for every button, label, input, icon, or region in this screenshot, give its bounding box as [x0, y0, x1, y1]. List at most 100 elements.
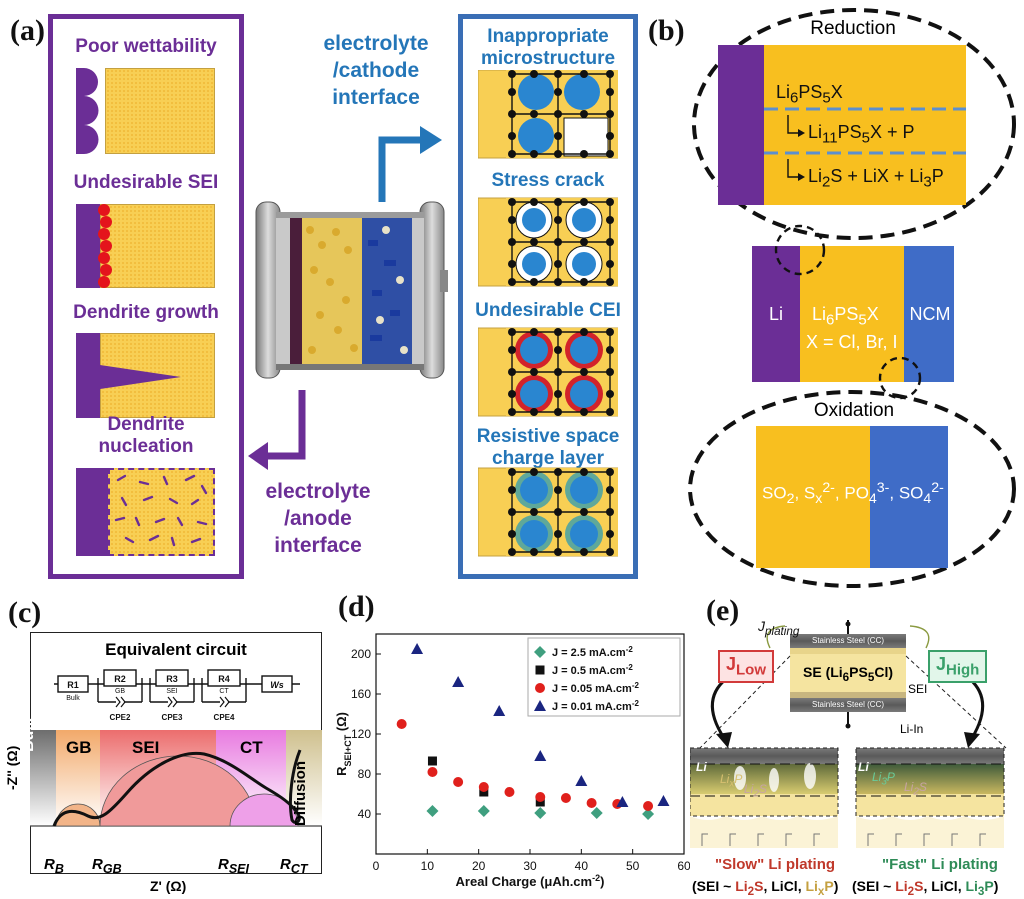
y-tick-label: 40 — [358, 807, 372, 821]
data-point — [643, 801, 654, 811]
region-sei: SEI — [132, 738, 160, 757]
oxidation-electrolyte — [756, 426, 870, 568]
dendrite-growth-shape — [76, 333, 181, 418]
data-point — [411, 643, 424, 654]
battery-cell-illustration — [255, 201, 448, 379]
sei-electrolyte — [100, 204, 215, 288]
arrow-to-cathode — [378, 126, 442, 202]
reduction-layer-1: Li6PS5X — [776, 82, 843, 107]
wettability-lithium — [76, 68, 99, 154]
x-tick-label: 40 — [575, 859, 589, 873]
data-point — [504, 787, 515, 797]
legend-label: J = 0.05 mA.cm-2 — [552, 681, 639, 696]
svg-text:R3: R3 — [166, 674, 178, 684]
reduction-layer-boundaries — [764, 107, 966, 181]
sei-lithium — [76, 204, 100, 288]
region-diffusion: Diffusion — [292, 761, 309, 826]
series-diamond — [426, 805, 655, 820]
reduction-lithium — [718, 45, 764, 205]
data-point — [535, 683, 545, 693]
legend-label: J = 0.01 mA.cm-2 — [552, 699, 639, 714]
y-tick-label: 80 — [358, 767, 372, 781]
data-point — [427, 767, 438, 777]
equivalent-circuit-title: Equivalent circuit — [105, 640, 247, 659]
cell-se-label: Li6PS5X — [812, 304, 879, 329]
svg-text:R1: R1 — [67, 680, 79, 690]
fast-sei-composition: (SEI ~ Li2S, LiCl, Li3P) — [852, 878, 999, 898]
nucleation-lithium — [76, 468, 108, 556]
oxidation-products: SO2, Sx2-, PO43-, SO42- — [762, 480, 944, 508]
data-point — [478, 782, 489, 792]
panel-label-e: (e) — [706, 594, 740, 627]
series-square — [427, 756, 545, 807]
sei-layer — [98, 204, 112, 288]
svg-text:CPE2: CPE2 — [110, 713, 131, 722]
stainless-steel-top: Stainless Steel (CC) — [811, 636, 885, 645]
x-tick-label: 30 — [523, 859, 537, 873]
cell-ncm-label: NCM — [909, 304, 951, 324]
svg-text:CPE3: CPE3 — [162, 713, 183, 722]
svg-text:R2: R2 — [114, 674, 126, 684]
zoom-circles — [774, 224, 922, 400]
fast-li-label: Li — [858, 760, 869, 774]
panel-label-a: (a) — [10, 14, 45, 47]
nucleation-dashes — [114, 474, 208, 547]
data-point — [657, 795, 670, 806]
oxidation-title: Oxidation — [813, 400, 895, 421]
series-triangle — [411, 643, 670, 807]
cathode-item-title: Undesirable CEI — [475, 300, 621, 321]
nyquist-sketch — [30, 730, 322, 827]
x-tick-label: 60 — [677, 859, 690, 873]
svg-text:GB: GB — [115, 688, 125, 695]
slow-sei-composition: (SEI ~ Li2S, LiCl, LixP) — [692, 878, 839, 898]
panel-label-c: (c) — [8, 596, 42, 629]
panel-label-d: (d) — [338, 590, 375, 623]
plating-illustration — [690, 620, 1007, 848]
slow-li-label: Li — [696, 760, 707, 774]
stainless-steel-bottom: Stainless Steel (CC) — [811, 700, 885, 709]
slow-lixp-label: LixP — [720, 772, 743, 790]
x-tick-label: 0 — [373, 859, 380, 873]
data-point — [396, 719, 407, 729]
y-tick-label: 120 — [351, 727, 371, 741]
legend-label: J = 0.5 mA.cm-2 — [552, 663, 633, 678]
svg-text:Ws: Ws — [270, 680, 284, 690]
cathode-item-title: Stress crack — [491, 170, 605, 191]
svg-text:CT: CT — [219, 688, 229, 695]
data-point — [477, 805, 490, 817]
data-point — [575, 775, 588, 786]
legend: J = 2.5 mA.cm-2J = 0.5 mA.cm-2J = 0.05 m… — [527, 637, 681, 717]
x-tick-label: 20 — [472, 859, 486, 873]
li-in-callout: Li-In — [900, 722, 924, 736]
fast-plating-caption: "Fast" Li plating — [882, 856, 998, 873]
data-point — [560, 793, 571, 803]
nyquist-y-axis-label: -Z'' (Ω) — [4, 745, 20, 790]
series-circle — [396, 719, 654, 811]
data-point — [535, 792, 546, 802]
reduction-title: Reduction — [810, 18, 896, 39]
anode-issues-box — [48, 14, 244, 579]
x-axis-label: Areal Charge (μAh.cm-2) — [456, 873, 605, 889]
point-rct: RCT — [280, 856, 308, 876]
point-rgb: RGB — [92, 856, 122, 876]
region-gb: GB — [66, 738, 92, 757]
anode-item-title: Undesirable SEI — [73, 172, 219, 193]
cathode-issues-box — [458, 14, 638, 579]
cell-li-label: Li — [768, 304, 783, 324]
fast-li2s-label: Li2S — [904, 780, 927, 798]
fast-li3p-label: Li3P — [872, 770, 895, 788]
point-rsei: RSEI — [218, 856, 249, 876]
nyquist-x-axis-label: Z' (Ω) — [150, 878, 187, 894]
data-point — [642, 808, 655, 820]
data-point — [534, 646, 546, 658]
data-point — [453, 777, 464, 787]
slow-li2s-label: Li2S — [744, 782, 767, 800]
cell-electrolyte — [800, 246, 904, 382]
wettability-electrolyte — [105, 68, 215, 154]
oxidation-ncm — [870, 426, 948, 568]
